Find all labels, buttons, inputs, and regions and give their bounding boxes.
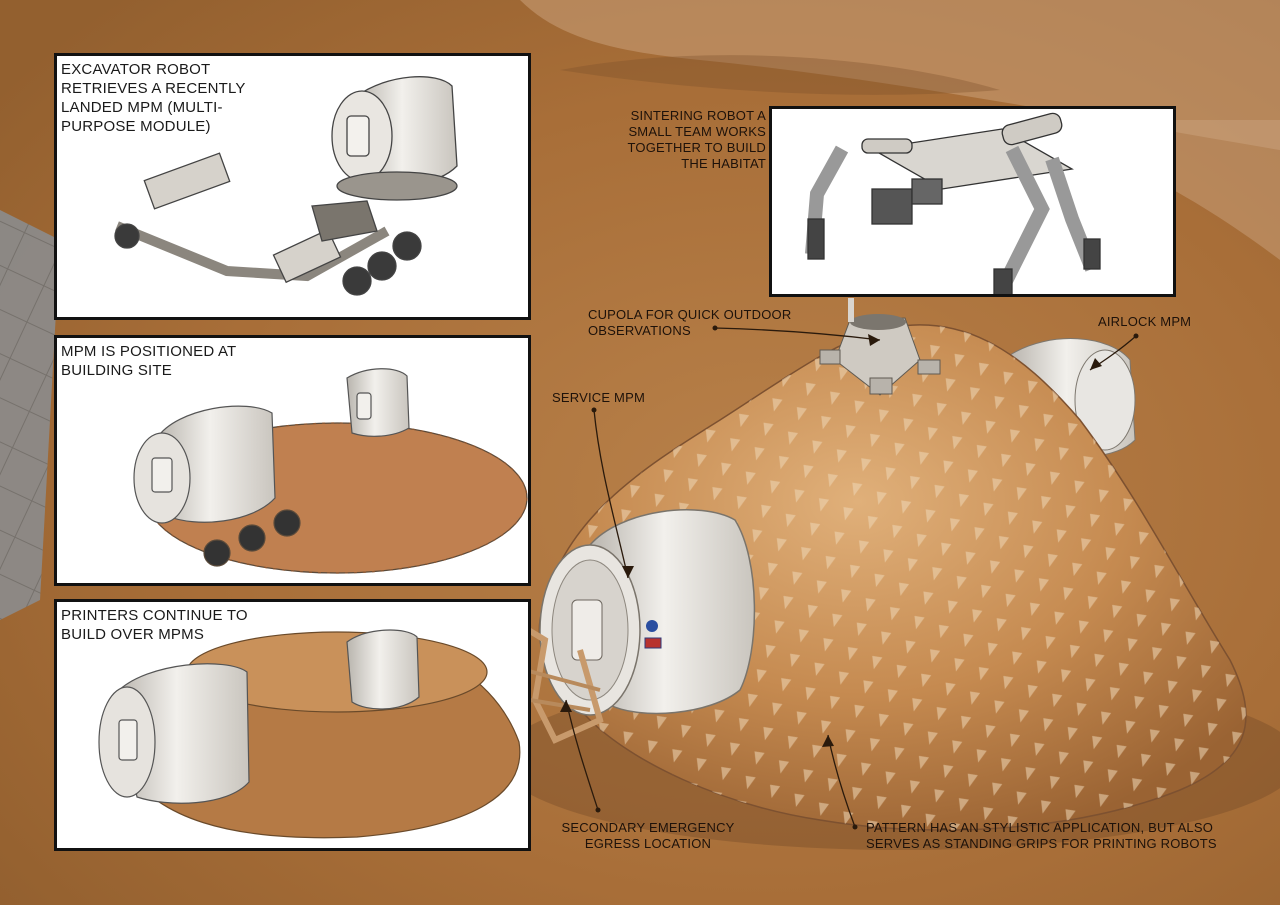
panel-printers: PRINTERS CONTINUE TO BUILD OVER MPMS bbox=[54, 599, 531, 851]
label-cupola: CUPOLA FOR QUICK OUTDOOR OBSERVATIONS bbox=[588, 307, 792, 338]
label-egress: SECONDARY EMERGENCY EGRESS LOCATION bbox=[561, 820, 735, 851]
cupola-illustration bbox=[819, 298, 941, 396]
us-flag-icon bbox=[644, 637, 662, 649]
nasa-logo-icon bbox=[646, 620, 658, 632]
positioned-illustration bbox=[133, 368, 528, 574]
label-sintering-robot: SINTERING ROBOT A SMALL TEAM WORKS TOGET… bbox=[627, 108, 766, 171]
egress-structure bbox=[518, 622, 604, 744]
sintering-robot-illustration bbox=[805, 112, 1101, 294]
label-airlock-mpm: AIRLOCK MPM bbox=[1098, 314, 1192, 329]
service-mpm-illustration bbox=[539, 509, 756, 716]
panel-excavator: EXCAVATOR ROBOT RETRIEVES A RECENTLY LAN… bbox=[54, 53, 531, 320]
panel-printers-caption: PRINTERS CONTINUE TO BUILD OVER MPMS bbox=[61, 607, 248, 643]
panel-positioned: MPM IS POSITIONED AT BUILDING SITE bbox=[54, 335, 531, 586]
excavator-illustration bbox=[114, 76, 458, 296]
printers-illustration bbox=[98, 629, 521, 839]
panel-excavator-caption: EXCAVATOR ROBOT RETRIEVES A RECENTLY LAN… bbox=[61, 61, 246, 135]
panel-positioned-caption: MPM IS POSITIONED AT BUILDING SITE bbox=[61, 343, 237, 379]
solar-panel bbox=[0, 210, 60, 620]
panel-sintering-robot bbox=[769, 106, 1176, 297]
label-pattern: PATTERN HAS AN STYLISTIC APPLICATION, BU… bbox=[866, 820, 1217, 851]
label-service-mpm: SERVICE MPM bbox=[552, 390, 645, 405]
